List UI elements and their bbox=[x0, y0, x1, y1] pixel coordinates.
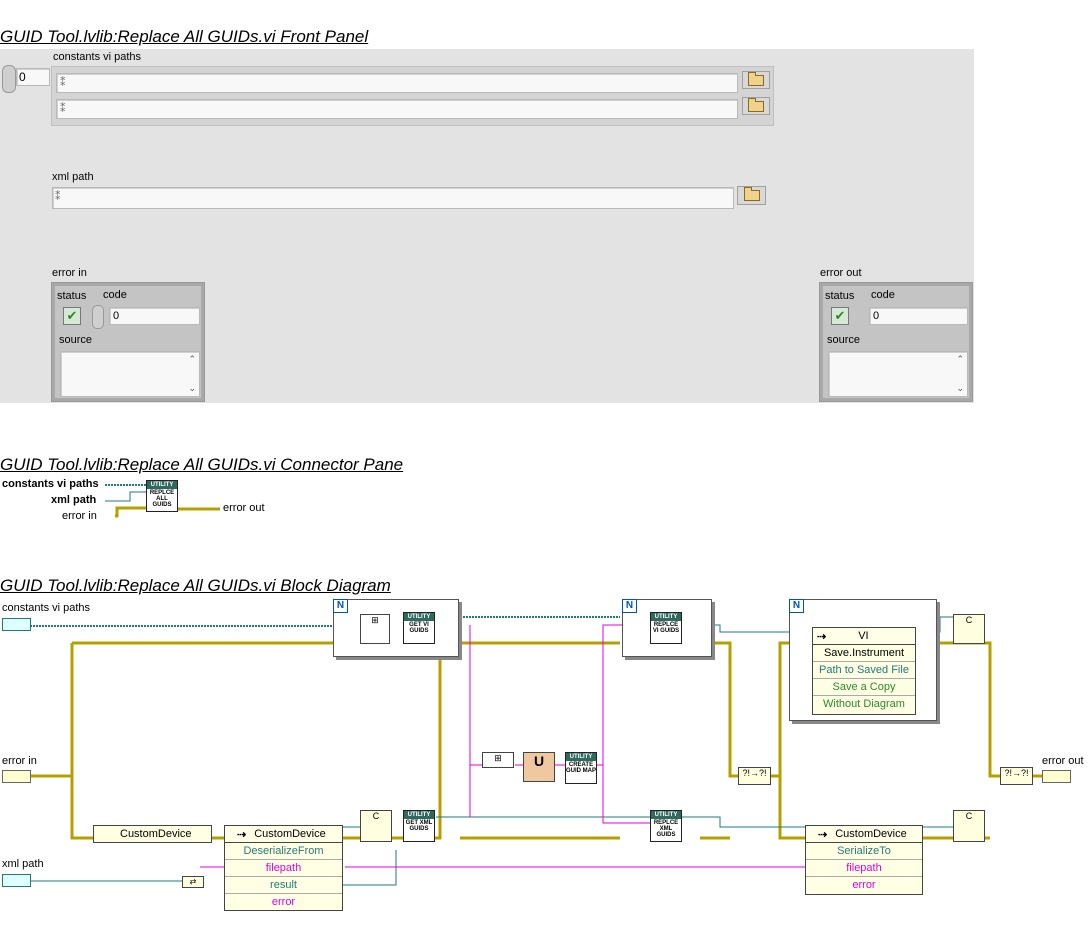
status-label: status bbox=[57, 290, 87, 302]
source-label: source bbox=[59, 334, 93, 346]
xml-path-terminal[interactable] bbox=[2, 874, 31, 887]
terminal-label-error-in: error in bbox=[2, 755, 37, 767]
error-in-label: error in bbox=[52, 267, 87, 279]
code-input[interactable]: 0 bbox=[109, 307, 200, 325]
param-path: Path to Saved File bbox=[813, 662, 915, 679]
constants-terminal[interactable] bbox=[2, 618, 31, 631]
path-to-string-icon: ⇄ bbox=[182, 876, 204, 888]
status-checkbox[interactable]: ✔ bbox=[63, 307, 81, 325]
for-loop-1 bbox=[333, 599, 459, 657]
scroll-down-icon[interactable]: ⌄ bbox=[188, 383, 196, 393]
index-increment-icon[interactable] bbox=[2, 65, 16, 93]
browse-button-1[interactable] bbox=[742, 71, 770, 89]
connector-input-constants: constants vi paths bbox=[2, 478, 99, 490]
status-indicator: ✔ bbox=[831, 307, 849, 325]
param-error: error bbox=[271, 896, 296, 908]
merge-errors-icon: ?!→?! bbox=[738, 767, 771, 785]
close-reference-icon: C bbox=[360, 810, 392, 842]
source-textbox[interactable]: ⌃ ⌄ bbox=[828, 351, 968, 397]
source-textbox[interactable]: ⌃ ⌄ bbox=[60, 351, 200, 397]
close-reference-icon: C bbox=[953, 614, 985, 644]
param-result: result bbox=[225, 877, 342, 894]
error-in-terminal[interactable] bbox=[2, 770, 31, 783]
error-out-terminal[interactable] bbox=[1042, 770, 1071, 783]
close-reference-icon: C bbox=[953, 810, 985, 842]
error-out-label: error out bbox=[820, 267, 862, 279]
connector-input-xml: xml path bbox=[51, 494, 97, 506]
replace-xml-guids-subvi[interactable]: UTILITY REPLCE XML GUIDS bbox=[650, 810, 682, 842]
replace-all-guids-icon: UTILITY REPLCE ALL GUIDS bbox=[146, 480, 178, 512]
constants-label: constants vi paths bbox=[53, 51, 142, 63]
create-guid-map-subvi[interactable]: UTILITY CREATE GUID MAP bbox=[565, 752, 597, 784]
error-out-cluster: status code ✔ 0 source ⌃ ⌄ bbox=[819, 282, 973, 402]
connector-output-error: error out bbox=[223, 502, 265, 514]
param-save-copy: Save a Copy bbox=[813, 679, 915, 696]
connector-wires bbox=[105, 484, 220, 518]
front-panel: 0 constants vi paths ⁑ ⁑ xml path ⁑ erro… bbox=[0, 49, 974, 403]
connector-input-error: error in bbox=[62, 510, 97, 522]
folder-icon bbox=[748, 71, 764, 86]
loop-count-terminal: N bbox=[789, 599, 804, 613]
browse-button-2[interactable] bbox=[742, 97, 770, 115]
block-diagram-title: GUID Tool.lvlib:Replace All GUIDs.vi Blo… bbox=[0, 576, 391, 595]
union-icon: U bbox=[523, 752, 555, 782]
code-label: code bbox=[103, 289, 127, 301]
deserialize-invoke-node[interactable]: ⇢CustomDevice DeserializeFrom filepath r… bbox=[224, 825, 343, 911]
invoke-method-name: DeserializeFrom bbox=[225, 843, 342, 860]
get-vi-guids-subvi[interactable]: UTILITY GET VI GUIDS bbox=[403, 612, 435, 644]
loop-count-terminal: N bbox=[333, 599, 348, 613]
merge-errors-icon: ?!→?! bbox=[1000, 767, 1033, 785]
get-xml-guids-subvi[interactable]: UTILITY GET XML GUIDS bbox=[403, 810, 435, 842]
folder-icon bbox=[748, 97, 764, 112]
array-subset-icon: ⊞ bbox=[360, 614, 390, 644]
invoke-method-name: Save.Instrument bbox=[813, 645, 915, 662]
customdevice-class-constant[interactable]: CustomDevice bbox=[93, 825, 212, 843]
invoke-method-name: SerializeTo bbox=[806, 843, 922, 860]
error-in-cluster: status code ✔ 0 source ⌃ ⌄ bbox=[51, 282, 205, 402]
array-index-input[interactable]: 0 bbox=[16, 68, 50, 86]
save-instrument-invoke-node[interactable]: ⇢VI Save.Instrument Path to Saved File S… bbox=[812, 627, 916, 715]
array-index-control[interactable]: 0 bbox=[2, 65, 50, 93]
terminal-label-constants: constants vi paths bbox=[2, 602, 91, 614]
scroll-up-icon[interactable]: ⌃ bbox=[188, 354, 196, 364]
param-filepath: filepath bbox=[225, 860, 342, 877]
constants-array: ⁑ ⁑ bbox=[51, 66, 774, 126]
source-label: source bbox=[827, 334, 861, 346]
status-label: status bbox=[825, 290, 855, 302]
xml-browse-button[interactable] bbox=[737, 186, 766, 205]
terminal-label-xml-path: xml path bbox=[2, 858, 44, 870]
param-error: error bbox=[852, 879, 876, 891]
param-without-diagram: Without Diagram bbox=[823, 698, 905, 710]
scroll-down-icon[interactable]: ⌄ bbox=[956, 383, 964, 393]
replace-vi-guids-subvi[interactable]: UTILITY REPLCE VI GUIDS bbox=[650, 612, 682, 644]
param-filepath: filepath bbox=[806, 860, 922, 877]
loop-count-terminal: N bbox=[622, 599, 637, 613]
terminal-label-error-out: error out bbox=[1042, 755, 1084, 767]
constants-path-1[interactable]: ⁑ bbox=[56, 73, 738, 93]
connector-pane-title: GUID Tool.lvlib:Replace All GUIDs.vi Con… bbox=[0, 455, 404, 474]
folder-icon bbox=[743, 187, 760, 201]
for-loop-2 bbox=[622, 599, 712, 657]
build-array-icon: ⊞ bbox=[482, 752, 514, 768]
xml-path-label: xml path bbox=[52, 171, 94, 183]
front-panel-title: GUID Tool.lvlib:Replace All GUIDs.vi Fro… bbox=[0, 27, 369, 46]
serialize-invoke-node[interactable]: ⇢CustomDevice SerializeTo filepath error bbox=[805, 825, 923, 895]
code-increment-icon[interactable] bbox=[92, 305, 104, 329]
code-label: code bbox=[871, 289, 895, 301]
scroll-up-icon[interactable]: ⌃ bbox=[956, 354, 964, 364]
constants-path-2[interactable]: ⁑ bbox=[56, 99, 738, 119]
code-indicator: 0 bbox=[869, 307, 968, 325]
xml-path-input[interactable]: ⁑ bbox=[52, 187, 734, 209]
